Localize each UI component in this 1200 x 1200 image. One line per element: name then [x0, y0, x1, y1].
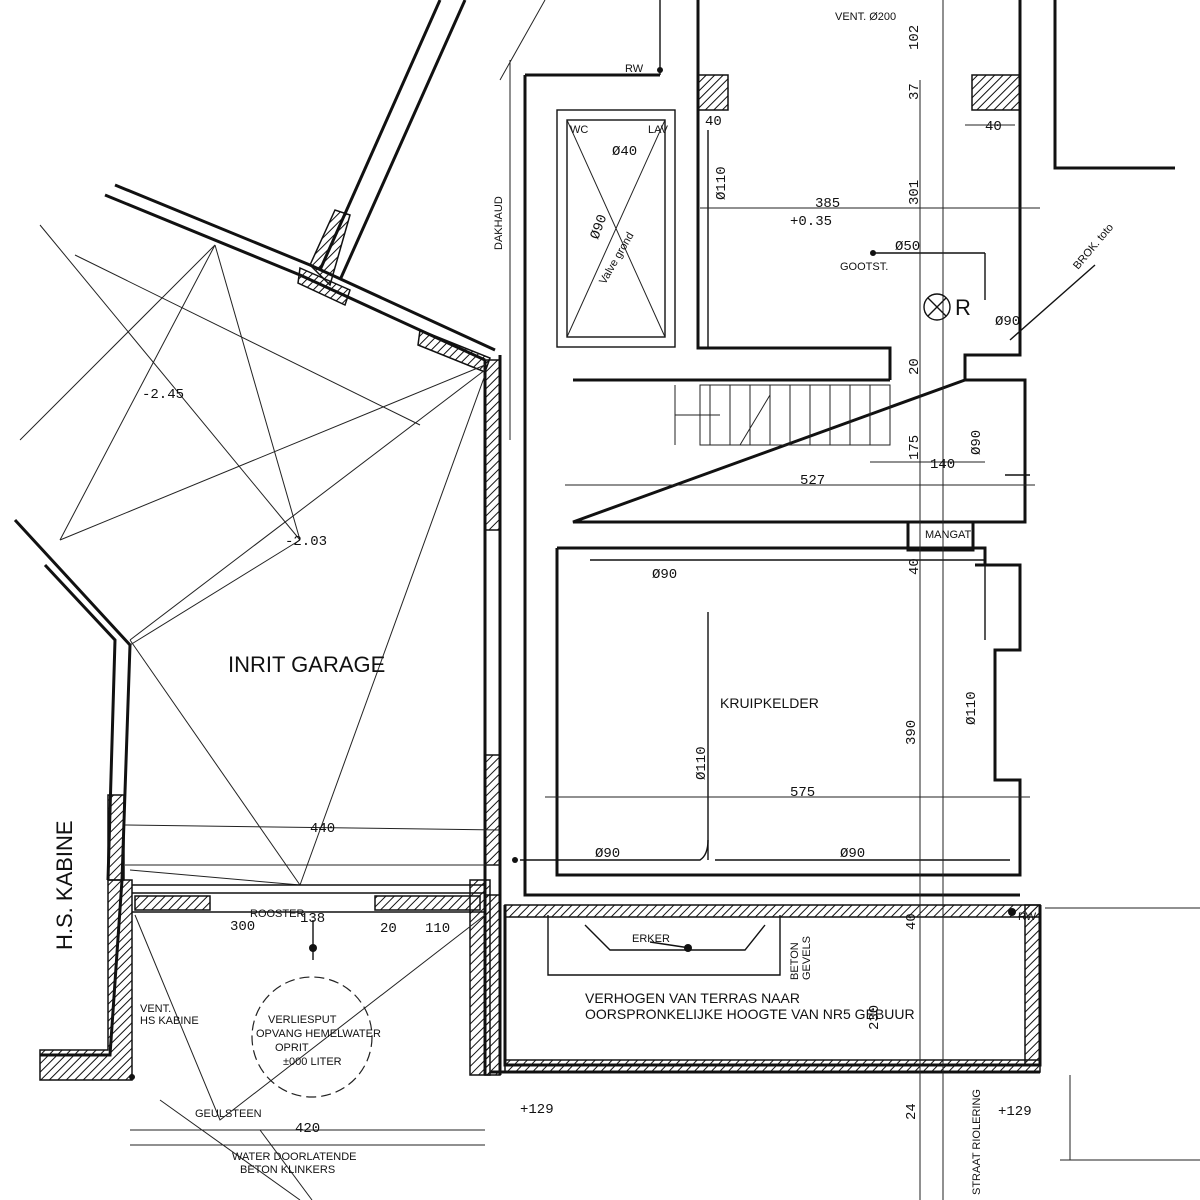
ramp-slope-lines: [19, 224, 486, 886]
dim-grid-width: 300: [230, 919, 255, 935]
label-sewer: STRAAT RIOLERING: [971, 1089, 983, 1195]
label-terrace-2: OORSPRONKELIJKE HOOGTE VAN NR5 GEBUUR: [585, 1006, 915, 1022]
label-cistern-1: VERLIESPUT: [268, 1014, 337, 1026]
pipe-lines: [499, 0, 1200, 1200]
dim-terrace-h: 230: [867, 1005, 883, 1030]
pipe-p90-right: Ø90: [995, 314, 1020, 330]
dim-step-h: 20: [907, 358, 923, 375]
label-concrete-edge-1: BETON: [789, 942, 801, 980]
label-pavers-1: WATER DOORLATENDE: [232, 1151, 356, 1163]
dim-terrace-w: 40: [904, 913, 920, 930]
label-concrete-edge-2: GEVELS: [801, 936, 813, 980]
pipe-p90-bot-right: Ø90: [840, 846, 865, 862]
level-garage-lower: -2.03: [285, 534, 327, 550]
level-ground: +0.35: [790, 214, 832, 230]
pipe-p50: Ø50: [895, 239, 920, 255]
room-cellar: KRUIPKELDER: [720, 695, 819, 711]
level-terrace-right: +129: [998, 1104, 1032, 1120]
dim-bottom-width: 420: [295, 1121, 320, 1137]
dim-garage-width: 440: [310, 821, 335, 837]
dim-upper-depth: 301: [907, 180, 923, 205]
dim-wall-b: 40: [985, 119, 1002, 135]
room-hs-cabin: H.S. KABINE: [52, 820, 77, 950]
label-r-mark: R: [955, 295, 971, 320]
dim-bottom-right: 24: [904, 1103, 920, 1120]
pipe-p110-top: Ø110: [714, 166, 730, 200]
pipe-p110-cellar: Ø110: [694, 746, 710, 780]
room-manhole: MANGAT: [925, 529, 972, 541]
label-rw-top: RW: [625, 63, 644, 75]
pipe-p90-bot-left: Ø90: [595, 846, 620, 862]
dim-stair-depth: 175: [907, 435, 923, 460]
label-fresh-pipe: BROK. toto: [1071, 222, 1116, 272]
dim-mangat-h: 40: [907, 558, 923, 575]
pipe-p40: Ø40: [612, 144, 637, 160]
pipe-p110-right: Ø110: [964, 691, 980, 725]
drain-grid: [124, 824, 501, 913]
room-bay: ERKER: [632, 933, 670, 945]
dim-grid-gap: 138: [300, 911, 325, 927]
pipe-p90-stair: Ø90: [969, 430, 985, 455]
label-lav: LAV: [648, 124, 669, 136]
dim-grid-b: 110: [425, 921, 450, 937]
level-garage-upper: -2.45: [142, 387, 184, 403]
label-vent-cabin-1: VENT.: [140, 1003, 171, 1015]
dim-stair-right: 140: [930, 457, 955, 473]
dim-cellar-width: 575: [790, 785, 815, 801]
label-cistern-4: ±000 LITER: [283, 1056, 342, 1068]
pipe-p90-cellar: Ø90: [652, 567, 677, 583]
text-labels: INRIT GARAGE KRUIPKELDER ERKER MANGAT H.…: [52, 11, 1116, 1195]
dim-upper-top: 102: [907, 25, 923, 50]
dim-wall-a: 40: [705, 114, 722, 130]
dim-stair-width: 527: [800, 473, 825, 489]
dim-grid-a: 20: [380, 921, 397, 937]
label-gully: GOOTST.: [840, 261, 888, 273]
label-vent-cabin-2: HS KABINE: [140, 1015, 199, 1027]
house-walls: [490, 0, 1175, 1074]
room-garage: INRIT GARAGE: [228, 652, 385, 677]
label-cistern-3: OPRIT: [275, 1042, 309, 1054]
dim-upper-small: 37: [907, 83, 923, 100]
label-party-wall: DAKHAUD: [493, 196, 505, 250]
pipe-p90-diag: Ø90: [588, 213, 612, 242]
label-pavers-2: BETON KLINKERS: [240, 1164, 335, 1176]
label-rw-bottom: RW: [1018, 911, 1037, 923]
label-terrace-1: VERHOGEN VAN TERRAS NAAR: [585, 990, 800, 1006]
dim-cellar-depth: 390: [904, 720, 920, 745]
cistern-area: [129, 914, 486, 1200]
label-cistern-2: OPVANG HEMELWATER: [256, 1028, 381, 1040]
label-grid: ROOSTER: [250, 908, 304, 920]
dim-upper-width: 385: [815, 196, 840, 212]
garage-walls: [13, 0, 502, 1081]
level-terrace-left: +129: [520, 1102, 554, 1118]
label-gutter: GEULSTEEN: [195, 1108, 262, 1120]
label-wc: WC: [570, 124, 588, 136]
pipe-vent: VENT. Ø200: [835, 11, 896, 23]
